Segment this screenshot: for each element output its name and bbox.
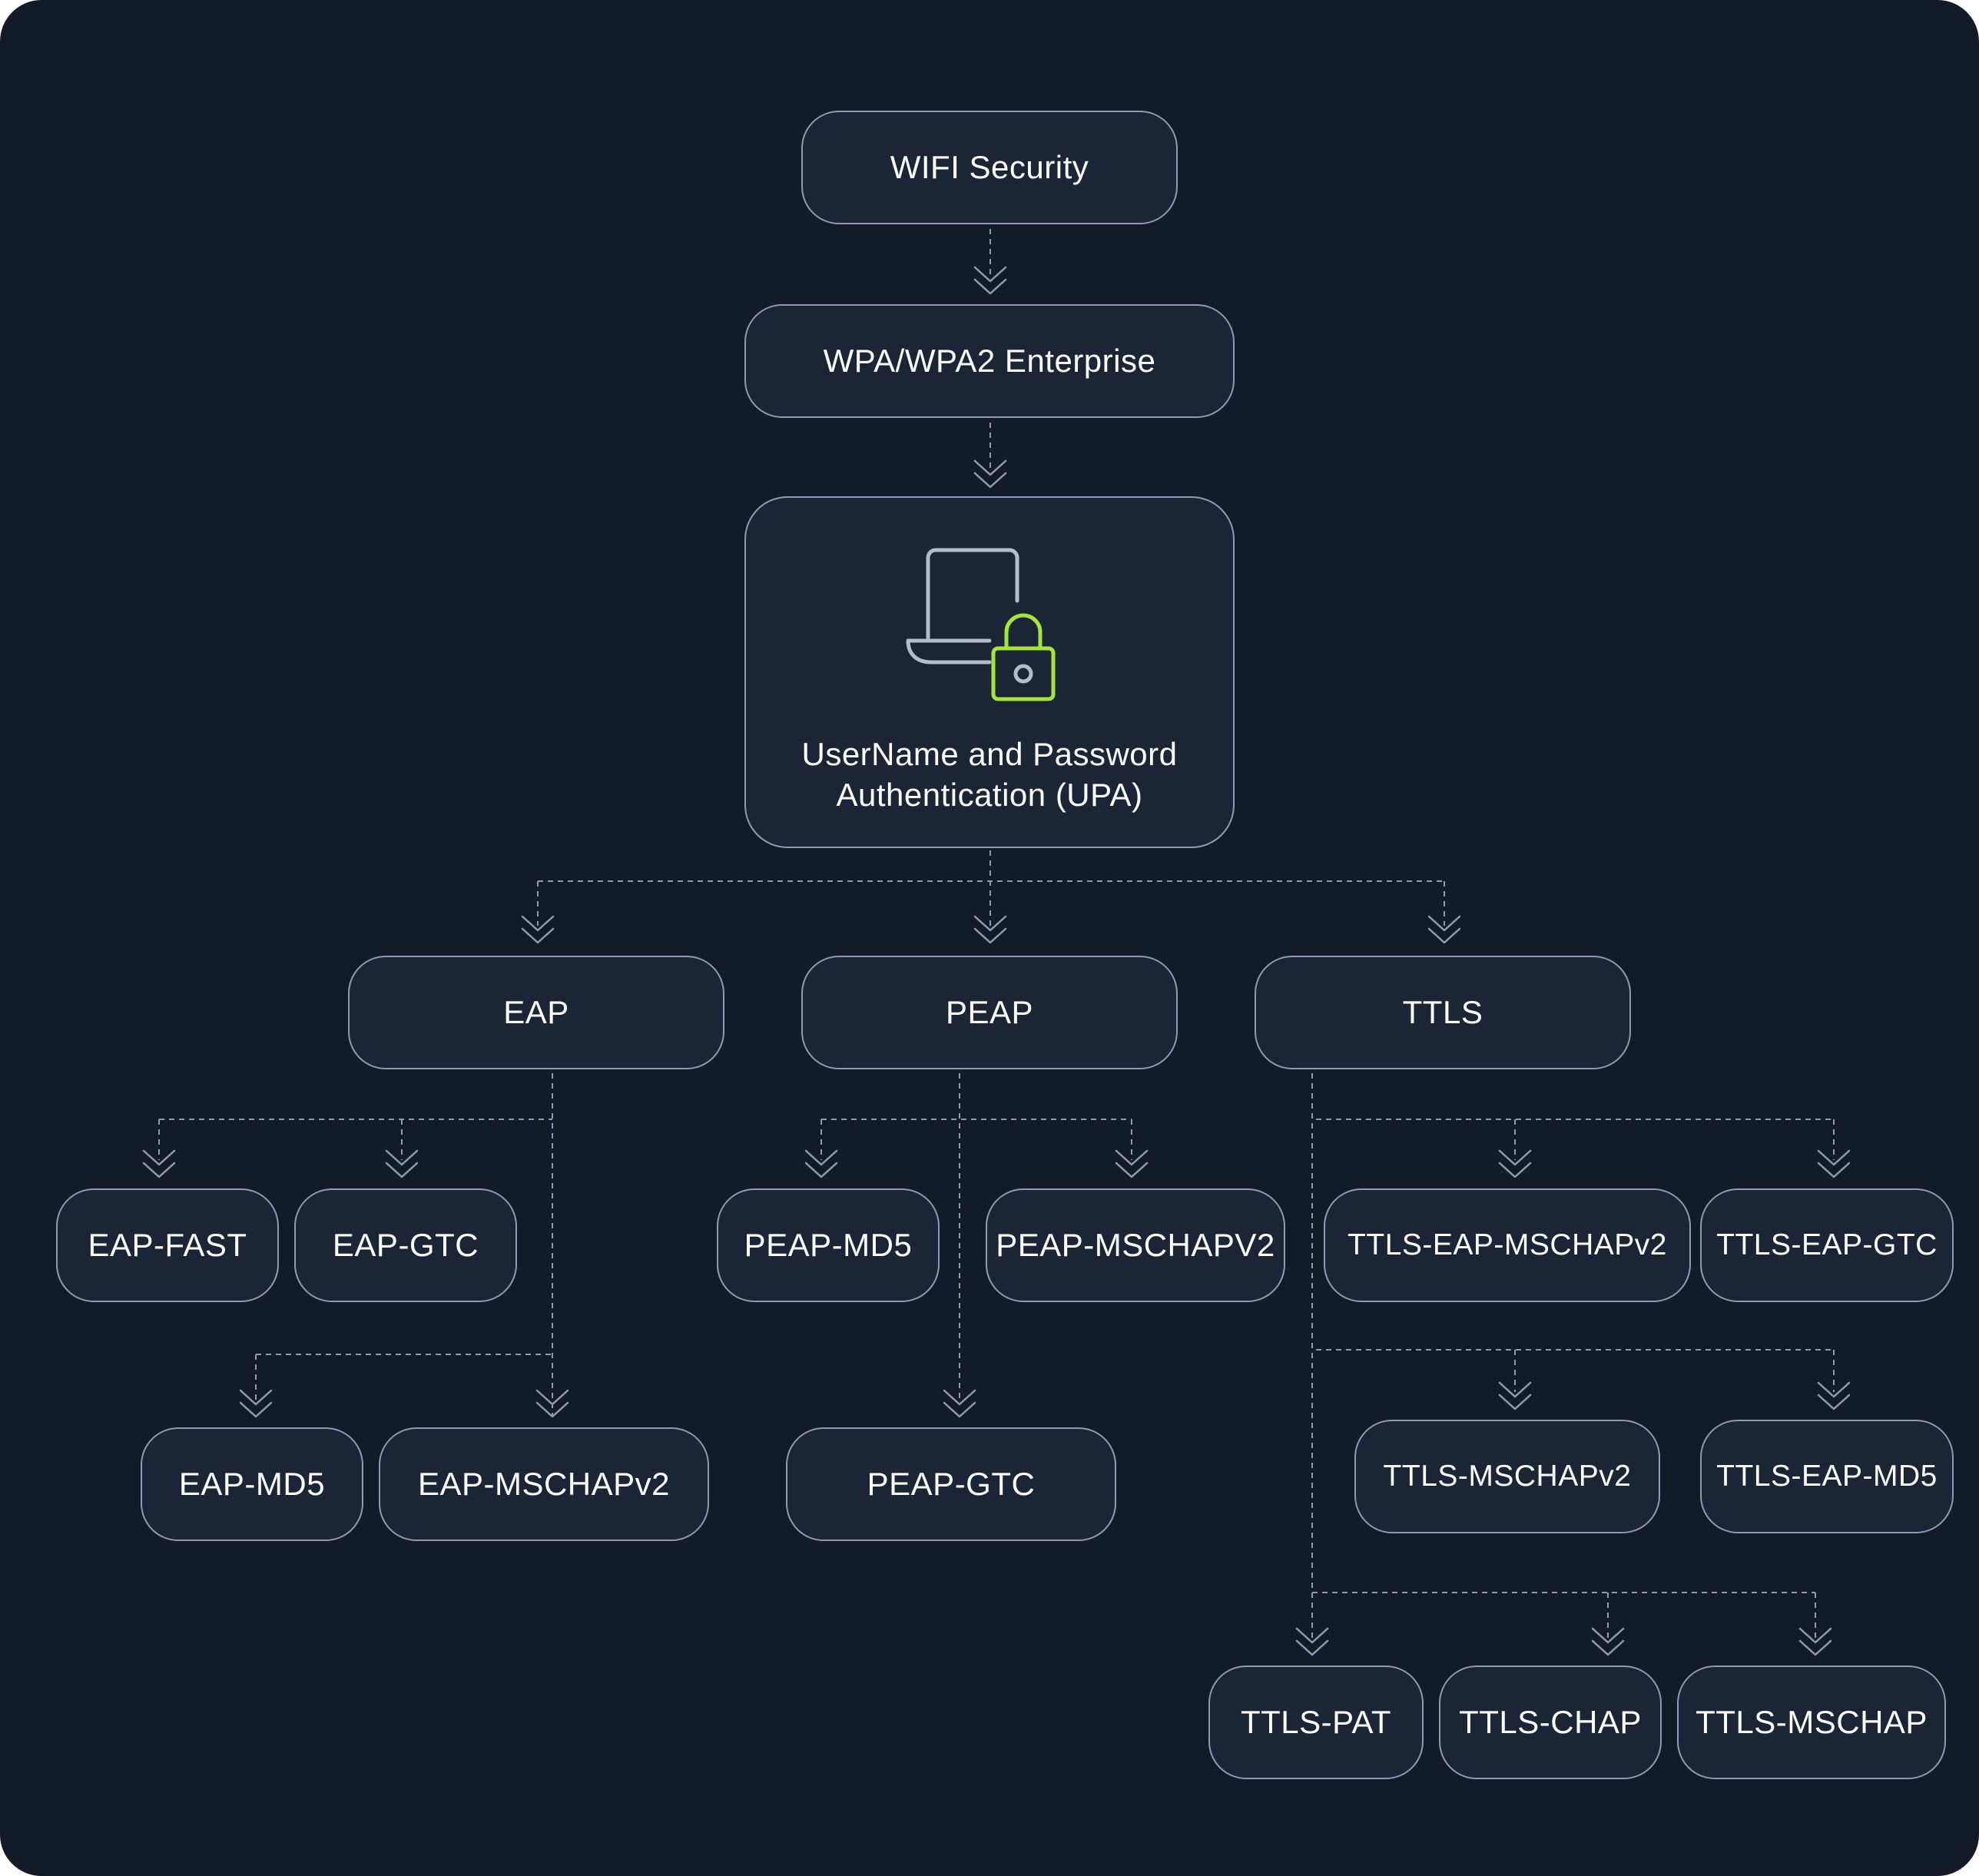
node-label: TTLS [1402, 993, 1483, 1030]
node-peap: PEAP [801, 956, 1178, 1069]
node-label: TTLS-MSCHAP [1696, 1703, 1928, 1740]
node-label: EAP-FAST [88, 1226, 247, 1263]
arrow-ttls-eap-md5 [1817, 1381, 1851, 1410]
node-eap-mschapv2: EAP-MSCHAPv2 [379, 1427, 709, 1541]
node-ttls-eap-md5: TTLS-EAP-MD5 [1700, 1420, 1954, 1533]
arrow-eap-gtc [385, 1149, 419, 1178]
node-label: TTLS-EAP-GTC [1716, 1228, 1938, 1261]
node-label: EAP-MSCHAPv2 [417, 1465, 671, 1502]
node-peap-md5: PEAP-MD5 [717, 1188, 940, 1302]
node-ttls-eap-gtc: TTLS-EAP-GTC [1700, 1188, 1954, 1302]
node-label: EAP-GTC [332, 1226, 479, 1263]
node-peap-gtc: PEAP-GTC [786, 1427, 1116, 1541]
node-label: PEAP-MD5 [744, 1226, 913, 1263]
arrow-ttls [1427, 915, 1461, 944]
node-label: EAP [503, 993, 569, 1030]
node-eap-gtc: EAP-GTC [294, 1188, 517, 1302]
arrow-ttls-mschapv2 [1498, 1381, 1532, 1410]
arrow-wpa [973, 266, 1007, 295]
node-wifi-security: WIFI Security [801, 111, 1178, 224]
node-label: TTLS-PAT [1240, 1703, 1392, 1740]
connector-ttls-children [1311, 1073, 1835, 1638]
laptop-lock-icon [905, 545, 1074, 707]
arrow-peap-md5 [804, 1149, 838, 1178]
arrow-peap-mschapv2 [1115, 1149, 1149, 1178]
connector-upa-children [537, 850, 1445, 926]
node-label: PEAP [945, 993, 1034, 1030]
arrow-eap-mschapv2 [535, 1389, 569, 1418]
node-eap-fast: EAP-FAST [56, 1188, 279, 1302]
node-label: WPA/WPA2 Enterprise [823, 342, 1156, 379]
arrow-ttls-chap [1591, 1627, 1625, 1656]
node-ttls-mschapv2: TTLS-MSCHAPv2 [1354, 1420, 1660, 1533]
node-ttls: TTLS [1255, 956, 1631, 1069]
node-label: TTLS-CHAP [1459, 1703, 1642, 1740]
node-label-line1: UserName and Password [801, 736, 1178, 772]
arrow-ttls-pat [1295, 1627, 1329, 1656]
node-wpa-enterprise: WPA/WPA2 Enterprise [744, 304, 1235, 418]
connector-peap-children [820, 1073, 1132, 1400]
node-eap: EAP [348, 956, 724, 1069]
arrow-eap-md5 [239, 1389, 273, 1418]
node-label: PEAP-GTC [867, 1465, 1036, 1502]
node-ttls-eap-mschapv2: TTLS-EAP-MSCHAPv2 [1324, 1188, 1691, 1302]
node-ttls-mschap: TTLS-MSCHAP [1677, 1666, 1946, 1779]
arrow-ttls-mschap [1798, 1627, 1832, 1656]
node-label: WIFI Security [890, 148, 1089, 185]
arrow-upa [973, 459, 1007, 489]
node-label: TTLS-EAP-MD5 [1716, 1459, 1938, 1493]
arrow-eap-fast [142, 1149, 176, 1178]
node-eap-md5: EAP-MD5 [141, 1427, 363, 1541]
node-upa: UserName and Password Authentication (UP… [744, 496, 1235, 848]
node-label: EAP-MD5 [178, 1465, 326, 1502]
node-label: TTLS-EAP-MSCHAPv2 [1348, 1228, 1667, 1261]
node-ttls-pat: TTLS-PAT [1208, 1666, 1424, 1779]
arrow-peap [973, 915, 1007, 944]
node-peap-mschapv2: PEAP-MSCHAPV2 [986, 1188, 1285, 1302]
arrow-eap [521, 915, 555, 944]
node-label: TTLS-MSCHAPv2 [1383, 1459, 1632, 1493]
node-label-line2: Authentication (UPA) [836, 776, 1143, 813]
arrow-ttls-eap-gtc [1817, 1149, 1851, 1178]
node-label: UserName and Password Authentication (UP… [774, 734, 1205, 815]
arrow-peap-gtc [943, 1389, 976, 1418]
connector-eap-children [158, 1073, 553, 1415]
arrow-ttls-eap-mschapv2 [1498, 1149, 1532, 1178]
node-label: PEAP-MSCHAPV2 [996, 1226, 1275, 1263]
node-ttls-chap: TTLS-CHAP [1439, 1666, 1662, 1779]
